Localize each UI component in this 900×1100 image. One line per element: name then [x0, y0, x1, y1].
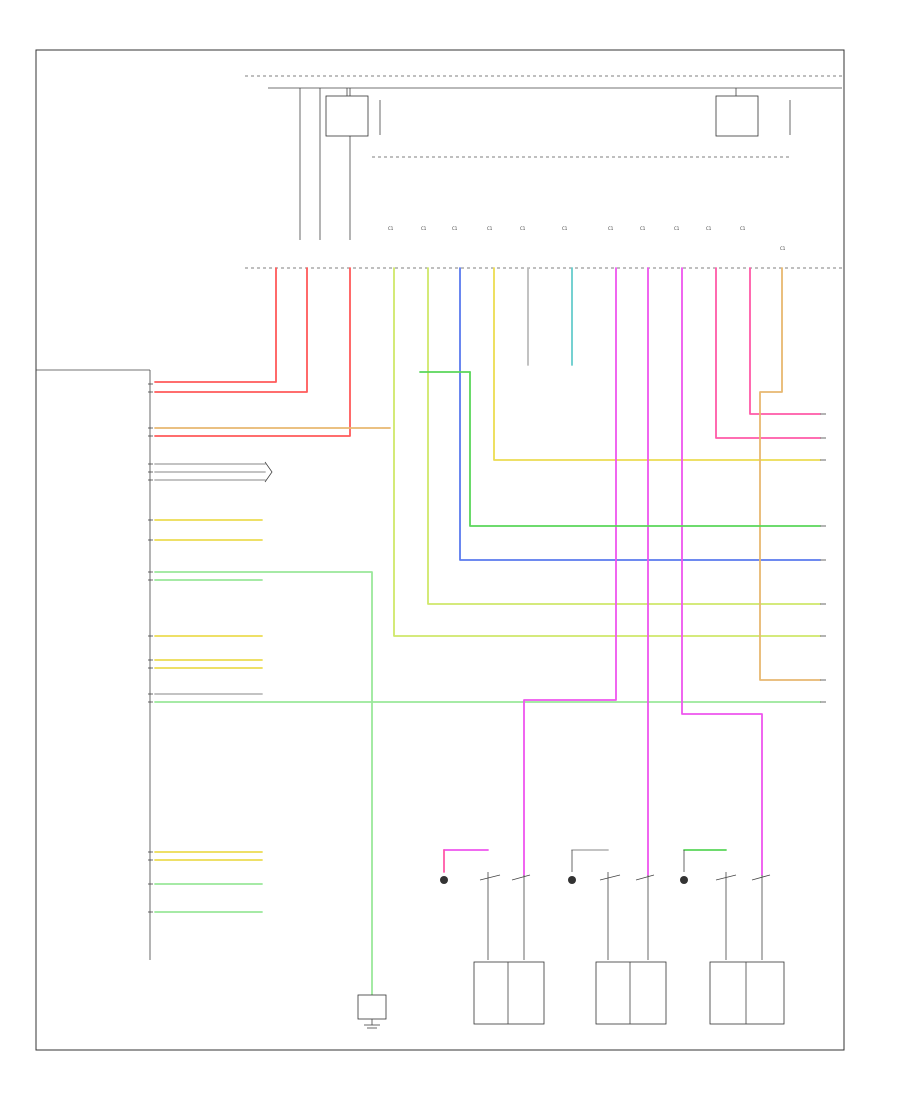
svg-text:C1: C1 [388, 226, 394, 231]
door-lock-group-left-rear [680, 849, 785, 1025]
door-lock-group-driver [440, 849, 545, 1025]
relay-right [715, 95, 759, 137]
svg-text:C1: C1 [740, 226, 746, 231]
right-terminals [820, 413, 826, 703]
diagram-border [35, 49, 845, 1051]
wires-yellow-short [154, 519, 263, 913]
svg-text:C1: C1 [706, 226, 712, 231]
svg-text:C1: C1 [674, 226, 680, 231]
wires-vertical [393, 267, 821, 876]
top-bus [245, 75, 842, 240]
svg-text:C1: C1 [487, 226, 493, 231]
module-box [36, 369, 151, 960]
module-pin-ticks [148, 383, 153, 913]
svg-text:C1: C1 [520, 226, 526, 231]
svg-text:C1: C1 [780, 246, 786, 251]
wires-red [154, 267, 391, 437]
svg-text:C1: C1 [421, 226, 427, 231]
svg-text:C1: C1 [608, 226, 614, 231]
wires-gray [154, 461, 273, 483]
wires-green [154, 571, 821, 1001]
door-lock-group-passenger [568, 849, 667, 1025]
svg-text:C1: C1 [562, 226, 568, 231]
relay-left [325, 95, 369, 137]
pin-labels-top: C1 C1 C1 C1 C1 C1 C1 C1 C1 C1 C1 C1 [388, 226, 786, 251]
svg-text:C1: C1 [640, 226, 646, 231]
svg-text:C1: C1 [452, 226, 458, 231]
module-ground [357, 994, 387, 1029]
